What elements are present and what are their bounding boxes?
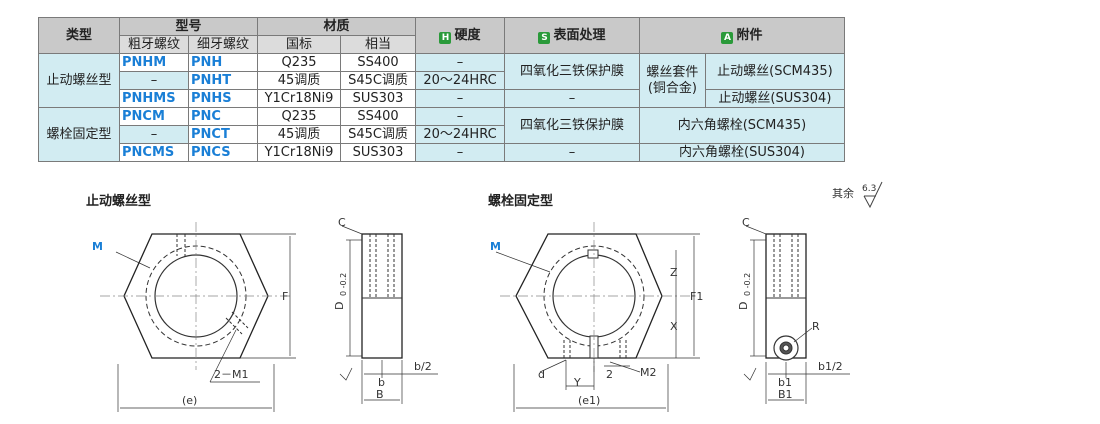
- surface-cell: –: [504, 89, 640, 108]
- left-drawing-title: 止动螺丝型: [86, 194, 152, 209]
- hardness-cell: –: [415, 143, 505, 162]
- right-label-dtol: 0 -0.2: [743, 273, 752, 296]
- equivalent-cell: SS400: [340, 53, 416, 72]
- accessory-cell: 止动螺丝(SCM435): [704, 53, 846, 90]
- right-label-e1: (e1): [578, 394, 600, 407]
- fine-cell: PNCT: [188, 125, 258, 144]
- coarse-cell: PNCMS: [119, 143, 189, 162]
- national-cell: Y1Cr18Ni9: [257, 143, 341, 162]
- left-hex-view: [100, 222, 296, 412]
- surface-cell: 四氧化三铁保护膜: [504, 107, 640, 144]
- roughness-value: 6.3: [862, 184, 876, 194]
- surface-cell: 四氧化三铁保护膜: [504, 53, 640, 90]
- right-label-2: 2: [606, 368, 613, 381]
- accessory-cell: 内六角螺栓(SUS304): [639, 143, 845, 162]
- right-label-d: d: [538, 368, 545, 381]
- right-label-b1: b1: [778, 376, 792, 389]
- header-coarse: 粗牙螺纹: [119, 35, 189, 54]
- header-equivalent: 相当: [340, 35, 416, 54]
- hardness-cell: –: [415, 53, 505, 72]
- equivalent-cell: SUS303: [340, 143, 416, 162]
- national-cell: 45调质: [257, 71, 341, 90]
- national-cell: 45调质: [257, 125, 341, 144]
- right-label-d: D: [737, 302, 750, 310]
- fine-cell: PNH: [188, 53, 258, 72]
- type-cell: 螺栓固定型: [38, 107, 120, 162]
- left-label-c: C: [338, 216, 346, 229]
- roughness-icon: [863, 181, 883, 209]
- equivalent-cell: SUS303: [340, 89, 416, 108]
- left-label-f: F: [282, 290, 288, 303]
- right-label-f1: F1: [690, 290, 703, 303]
- surface-cell: –: [504, 143, 640, 162]
- surface-badge-icon: S: [538, 32, 551, 44]
- accessory-kit-cell: 螺丝套件 (铜合金): [639, 53, 706, 108]
- equivalent-cell: SS400: [340, 107, 416, 126]
- left-label-b2: b/2: [414, 360, 432, 373]
- coarse-cell: PNHMS: [119, 89, 189, 108]
- left-side-view: [339, 225, 438, 404]
- hardness-cell: –: [415, 107, 505, 126]
- right-label-y: Y: [573, 376, 581, 389]
- left-label-bb: B: [376, 388, 384, 401]
- right-label-z: Z: [670, 266, 678, 279]
- left-label-e: (e): [182, 394, 197, 407]
- right-side-view: [743, 225, 850, 404]
- right-label-bb1: B1: [778, 388, 793, 401]
- left-label-m: M: [92, 240, 103, 253]
- right-drawing-title: 螺栓固定型: [488, 194, 554, 209]
- left-label-b: b: [378, 376, 385, 389]
- right-label-b12: b1/2: [818, 360, 843, 373]
- fine-cell: PNC: [188, 107, 258, 126]
- left-label-d: D: [333, 302, 346, 310]
- left-label-m1: 2－M1: [214, 368, 249, 381]
- right-label-c: C: [742, 216, 750, 229]
- coarse-cell: PNCM: [119, 107, 189, 126]
- header-fine: 细牙螺纹: [188, 35, 258, 54]
- accessory-badge-icon: A: [721, 32, 734, 44]
- right-label-m2: M2: [640, 366, 657, 379]
- right-hex-view: [495, 222, 700, 412]
- right-label-r: R: [812, 320, 820, 333]
- hardness-cell: 20～24HRC: [415, 125, 505, 144]
- accessory-cell: 止动螺丝(SUS304): [704, 89, 846, 108]
- header-national: 国标: [257, 35, 341, 54]
- roughness-prefix: 其余: [832, 186, 854, 200]
- right-label-x: X: [670, 320, 678, 333]
- coarse-cell: –: [119, 125, 189, 144]
- fine-cell: PNCS: [188, 143, 258, 162]
- header-type: 类型: [38, 17, 120, 54]
- hardness-cell: 20～24HRC: [415, 71, 505, 90]
- left-label-dtol: 0 -0.2: [339, 273, 348, 296]
- accessory-cell: 内六角螺栓(SCM435): [639, 107, 845, 144]
- hardness-badge-icon: H: [439, 32, 452, 44]
- right-label-m: M: [490, 240, 501, 253]
- national-cell: Y1Cr18Ni9: [257, 89, 341, 108]
